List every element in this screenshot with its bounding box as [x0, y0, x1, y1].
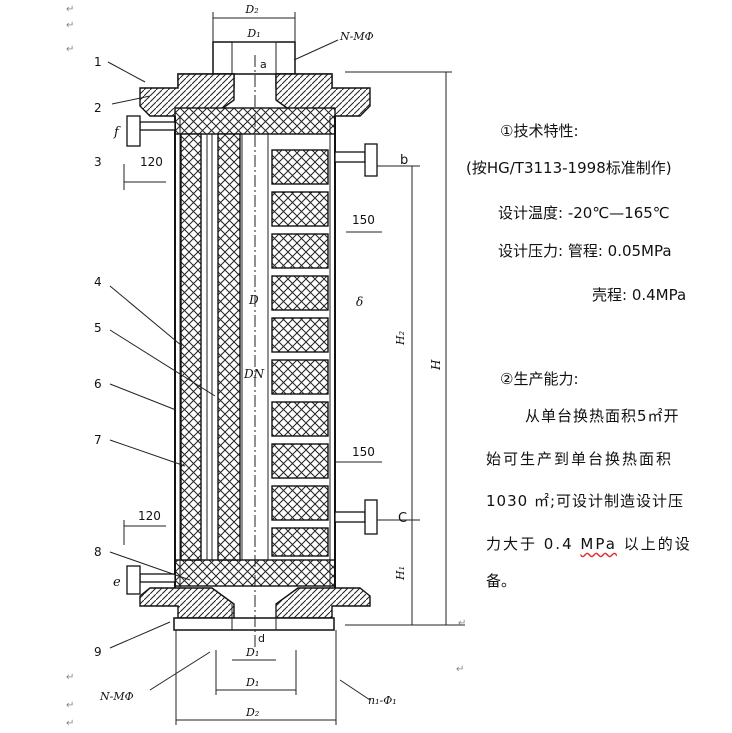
port-label-c: C	[398, 511, 407, 526]
capacity-line-1: 从单台换热面积5㎡开	[525, 407, 680, 425]
capacity-line-4: 力大于 0.4 MPa 以上的设	[486, 533, 692, 554]
shell	[174, 116, 336, 588]
dim-label-dl-bottom: D₁	[245, 676, 259, 689]
right-tube-blocks	[271, 149, 329, 557]
label-a: a	[260, 58, 267, 71]
capacity-line-5: 备。	[486, 572, 517, 590]
label-h2: H₂	[394, 331, 407, 346]
dim-150-top: 150	[352, 213, 375, 227]
paragraph-mark: ↵	[456, 664, 465, 675]
label-d-center: D	[248, 293, 259, 307]
left-tube-banks	[180, 133, 241, 561]
callout-leaders	[107, 39, 371, 701]
dim-120-top: 120	[140, 155, 163, 169]
paragraph-mark: ↵	[66, 700, 75, 711]
callout-8: 8	[94, 545, 102, 559]
label-d-bottom: d	[258, 632, 265, 645]
nozzle-e	[126, 565, 176, 595]
capacity-line-4-unit: MPa	[580, 535, 617, 553]
design-pressure-tube: 设计压力: 管程: 0.05MPa	[498, 242, 672, 260]
callout-5: 5	[94, 321, 102, 335]
callout-9: 9	[94, 645, 102, 659]
capacity-line-2: 始可生产到单台换热面积	[486, 450, 674, 468]
dim-label-d1-bottom: D₁	[245, 646, 259, 659]
paragraph-mark: ↵	[66, 20, 75, 31]
capacity-line-4c: 以上的设	[616, 535, 692, 553]
callout-1: 1	[94, 55, 102, 69]
dimension-lines	[123, 12, 465, 725]
dim-label-nozzle-bottom: N-MΦ	[99, 690, 134, 703]
callout-2: 2	[94, 101, 102, 115]
design-pressure-shell: 壳程: 0.4MPa	[592, 286, 687, 304]
nozzle-b	[334, 143, 378, 177]
nozzle-f	[126, 115, 176, 147]
standard-note: (按HG/T3113-1998标准制作)	[466, 159, 672, 177]
capacity-line-4a: 力大于 0.4	[486, 535, 581, 553]
tech-spec-title: ①技术特性:	[500, 122, 579, 140]
callout-7: 7	[94, 433, 102, 447]
dim-label-d2-top: D₂	[244, 3, 258, 16]
central-tube	[241, 55, 269, 650]
label-h: H	[429, 359, 443, 371]
dim-120-bottom: 120	[138, 509, 161, 523]
paragraph-mark: ↵	[66, 44, 75, 55]
label-dn: DN	[243, 367, 265, 381]
dim-150-mid: 150	[352, 445, 375, 459]
port-label-e: e	[113, 575, 121, 590]
label-h1: H₁	[394, 566, 407, 581]
port-label-f: f	[113, 125, 121, 140]
dim-label-bolts: n₁-Φ₁	[368, 694, 397, 707]
port-label-b: b	[400, 153, 408, 168]
nozzle-c	[334, 499, 378, 535]
dim-label-d2-bottom: D₂	[245, 706, 259, 719]
top-nozzle	[212, 41, 296, 75]
paragraph-mark: ↵	[66, 718, 75, 729]
callout-6: 6	[94, 377, 102, 391]
dim-label-d1-top: D₁	[246, 27, 260, 40]
top-head	[139, 73, 371, 135]
paragraph-mark: ↵	[66, 4, 75, 15]
paragraph-mark: ↵	[458, 618, 467, 629]
callout-4: 4	[94, 275, 102, 289]
label-delta: δ	[356, 295, 363, 309]
design-temperature: 设计温度: -20℃—165℃	[498, 204, 670, 222]
paragraph-mark: ↵	[66, 672, 75, 683]
capacity-line-3: 1030 ㎡;可设计制造设计压	[486, 492, 684, 510]
dim-label-nozzle-top: N-MΦ	[339, 30, 374, 43]
callout-3: 3	[94, 155, 102, 169]
capacity-title: ②生产能力:	[500, 370, 579, 388]
